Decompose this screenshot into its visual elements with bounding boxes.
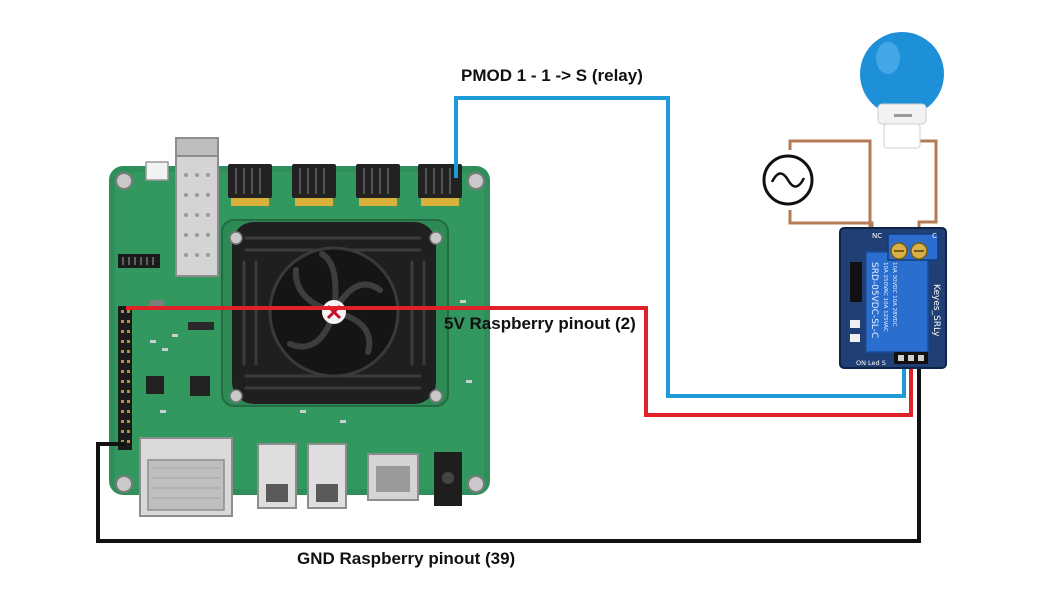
- dev-board: [109, 137, 490, 517]
- heatsink-module: [221, 219, 449, 407]
- ground-label: GND Raspberry pinout (39): [297, 549, 516, 568]
- power-wire: [126, 306, 913, 417]
- relay-nc-label: NC: [872, 232, 882, 240]
- relay-brand-text: Keyes_SRLy: [931, 284, 941, 337]
- ethernet-port: [139, 437, 233, 517]
- relay-com-label: C: [932, 232, 937, 240]
- relay-module: NC C SRD-05VDC-SL-C 10A 250VAC 10A 125VA…: [839, 227, 947, 369]
- relay-led-label: ON Led S: [856, 359, 886, 367]
- usb-ports: [257, 443, 347, 509]
- light-bulb-icon: [860, 32, 944, 149]
- ground-wire: [96, 364, 921, 543]
- sfp-cage: [175, 137, 219, 277]
- relay-model-text: SRD-05VDC-SL-C: [869, 262, 879, 338]
- signal-wire: [454, 96, 906, 398]
- hdmi-port: [367, 453, 419, 501]
- ac-source-icon: [762, 154, 814, 206]
- relay-rating-2: 10A 30VDC 10A 28VDC: [891, 262, 897, 327]
- power-jack: [434, 452, 462, 506]
- raspberry-header: [118, 306, 132, 450]
- cooling-fan-icon: [268, 246, 400, 378]
- pmod-signal-label: PMOD 1 - 1 -> S (relay): [461, 66, 643, 85]
- relay-rating-1: 10A 250VAC 10A 125VAC: [882, 262, 888, 332]
- power-5v-label: 5V Raspberry pinout (2): [444, 314, 636, 333]
